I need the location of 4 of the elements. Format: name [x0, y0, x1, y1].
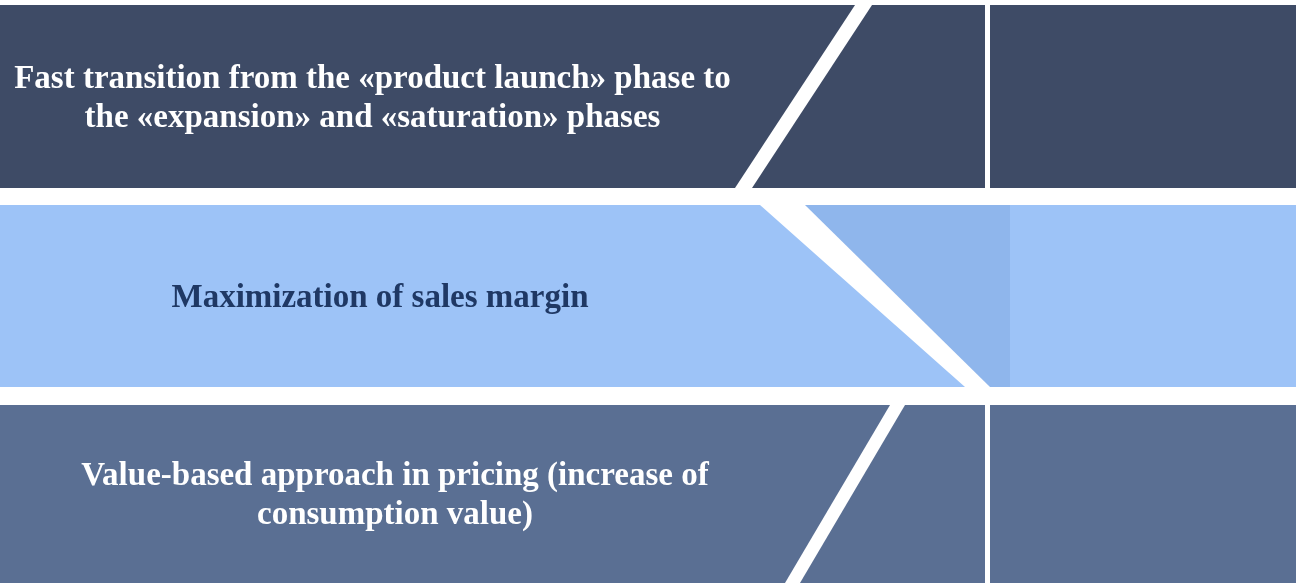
- band-text: Value-based approach in pricing (increase of consumption value): [80, 455, 710, 533]
- band-text: Fast transition from the «product launch» phase to the «expansion» and «saturation» phases: [13, 57, 732, 136]
- band-text: Maximization of sales margin: [170, 276, 590, 316]
- arrow-band: [0, 205, 965, 387]
